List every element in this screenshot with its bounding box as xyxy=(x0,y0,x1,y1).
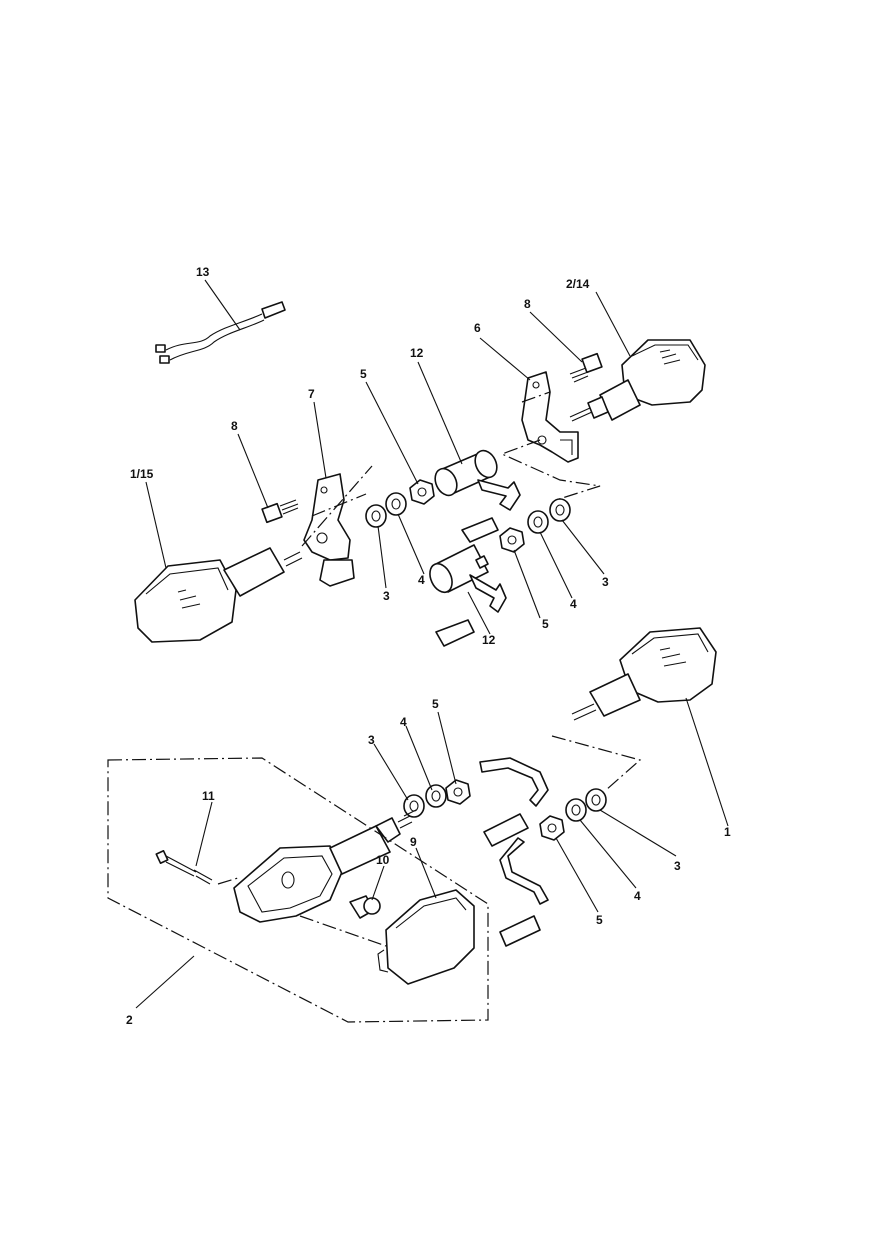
callout-9: 9 xyxy=(410,835,417,849)
washer-3-lower xyxy=(403,794,425,818)
wire-stem-lower xyxy=(499,837,549,947)
bracket-6 xyxy=(521,371,579,463)
nut-5-right xyxy=(539,815,565,841)
callout-2-14: 2/14 xyxy=(566,277,590,291)
bracket-7 xyxy=(303,473,355,587)
bolt-8-top xyxy=(569,352,603,383)
callout-3-lower: 3 xyxy=(368,733,375,747)
callout-10: 10 xyxy=(376,853,390,867)
rubber-mount-12-top xyxy=(434,449,521,543)
callout-4-lower: 4 xyxy=(400,715,407,729)
wiring-harness-13 xyxy=(155,301,286,364)
washer-3-left xyxy=(365,504,387,528)
nut-5-mid xyxy=(499,527,525,553)
callout-4-right: 4 xyxy=(634,889,641,903)
screw-11 xyxy=(155,849,213,885)
washer-3-mid xyxy=(549,498,571,522)
callout-8-left: 8 xyxy=(231,419,238,433)
callout-8-top: 8 xyxy=(524,297,531,311)
callout-5-lower: 5 xyxy=(432,697,439,711)
nut-5-lower xyxy=(445,779,471,805)
washer-4-left xyxy=(385,492,407,516)
callout-11: 11 xyxy=(202,789,215,803)
bolt-8-left xyxy=(261,499,299,524)
washer-3-right xyxy=(585,788,607,812)
callout-1-15: 1/15 xyxy=(130,467,154,481)
washer-4-right xyxy=(565,798,587,822)
callout-3-left: 3 xyxy=(383,589,390,603)
callout-12-top: 12 xyxy=(410,346,424,360)
callout-12-bottom: 12 xyxy=(482,633,496,647)
callout-6: 6 xyxy=(474,321,481,335)
lens-9 xyxy=(377,889,475,985)
callout-3-right: 3 xyxy=(674,859,681,873)
indicator-1-15 xyxy=(134,547,303,643)
nut-5-top xyxy=(409,479,435,505)
leader-lines xyxy=(135,279,729,1009)
bulb-10 xyxy=(349,895,381,919)
assembly-centre-lines xyxy=(107,391,642,1023)
wire-stem-upper xyxy=(479,757,549,847)
washer-4-mid xyxy=(527,510,549,534)
callout-7: 7 xyxy=(308,387,315,401)
rubber-mount-12-bottom xyxy=(429,544,507,647)
callout-5-mid: 5 xyxy=(542,617,549,631)
callout-labels: 13 2/14 8 6 12 5 7 8 1/15 3 4 3 4 5 12 3… xyxy=(126,265,731,1027)
indicator-2-body xyxy=(233,815,413,923)
callout-5-right: 5 xyxy=(596,913,603,927)
callout-2: 2 xyxy=(126,1013,133,1027)
callout-3-mid: 3 xyxy=(602,575,609,589)
indicator-2-14 xyxy=(569,339,706,422)
indicator-1 xyxy=(571,627,717,721)
callout-1: 1 xyxy=(724,825,731,839)
callout-4-left: 4 xyxy=(418,573,425,587)
washer-4-lower xyxy=(425,784,447,808)
callout-4-mid: 4 xyxy=(570,597,577,611)
callout-13: 13 xyxy=(196,265,210,279)
callout-5-top: 5 xyxy=(360,367,367,381)
